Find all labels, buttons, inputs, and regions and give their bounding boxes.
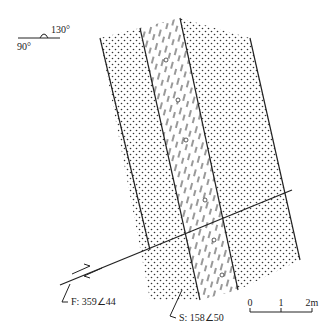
scale-tick: 0 [247,298,254,308]
fault-attitude: F: 359∠44 [70,297,117,307]
angle-label: 90° [16,42,32,52]
bedding-attitude: S: 158∠50 [178,313,225,323]
angle-label: 130° [50,25,71,35]
scale-tick: 1 [278,298,285,308]
scale-tick: 2m [305,298,320,308]
